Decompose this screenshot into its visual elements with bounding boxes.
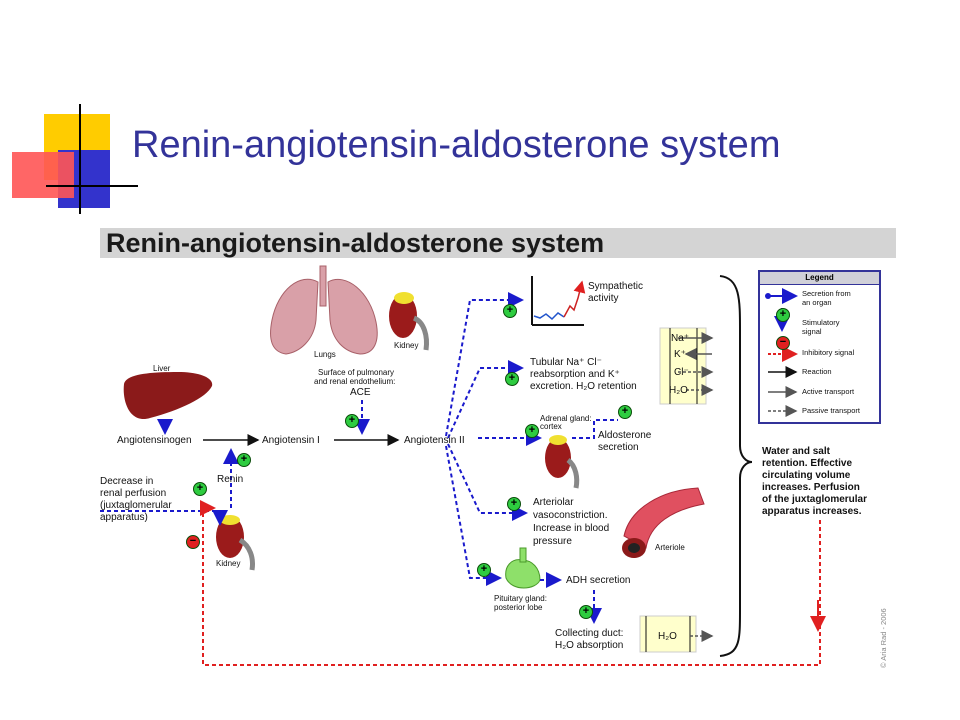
legend-secretion-1: Secretion from: [802, 289, 851, 298]
angiotensinogen-label: Angiotensinogen: [117, 435, 192, 446]
pituitary-gland-illustration: [505, 547, 541, 589]
ion-cl: Cl⁻: [674, 367, 689, 378]
liver-label: Liver: [153, 364, 171, 373]
pituitary-label-1: Pituitary gland:: [494, 594, 547, 603]
stimulatory-sign: +: [477, 563, 491, 577]
red-square: [12, 152, 74, 198]
water-label-2: retention. Effective: [762, 458, 853, 469]
legend-inhibitory-sign: −: [776, 336, 790, 350]
tubular-label-1: Tubular Na⁺ Cl⁻: [530, 357, 602, 368]
sympathetic-activity-graph: [531, 276, 586, 326]
water-label-3: circulating volume: [762, 470, 851, 481]
banner-title: Renin-angiotensin-aldosterone system: [106, 228, 605, 258]
angiotensin-i-label: Angiotensin I: [262, 435, 320, 446]
legend-title: Legend: [760, 272, 879, 285]
legend-secretion-2: an organ: [802, 298, 832, 307]
collecting-label-1: Collecting duct:: [555, 628, 624, 639]
adrenal-kidney-illustration: [545, 435, 580, 489]
kidney-top-illustration: [389, 292, 429, 351]
sympathetic-label-2: activity: [588, 293, 619, 304]
arteriole-label: Arteriole: [655, 543, 685, 552]
legend-stimulatory-1: Stimulatory: [802, 318, 840, 327]
kidney-top-label: Kidney: [394, 341, 419, 350]
water-label-4: increases. Perfusion: [762, 482, 860, 493]
lungs-illustration: [270, 265, 378, 355]
decrease-label-2: renal perfusion: [100, 488, 167, 499]
arteriole-illustration: [622, 487, 705, 558]
legend-inhibitory: Inhibitory signal: [802, 348, 855, 357]
stimulatory-sign: +: [345, 414, 359, 428]
renin-label: Renin: [217, 474, 244, 485]
aldosterone-label-2: secretion: [598, 442, 639, 453]
liver-illustration: [123, 372, 213, 420]
ion-h2o-collecting: H₂O: [658, 631, 677, 642]
surface-label-1: Surface of pulmonary: [318, 368, 395, 377]
decrease-label-4: apparatus): [100, 512, 148, 523]
arteriolar-label-2: vasoconstriction.: [533, 510, 608, 521]
slide-decoration: [12, 104, 138, 214]
collecting-duct-transport-box: [639, 615, 714, 653]
inhibitory-feedback-arrow: [200, 500, 821, 666]
tubular-ion-transport-box: [659, 327, 714, 405]
angiotensin-ii-branches: [445, 292, 618, 624]
stimulatory-sign: +: [237, 453, 251, 467]
lungs-label: Lungs: [314, 350, 336, 359]
legend-secretion-dot: [765, 293, 771, 299]
arteriolar-label-3: Increase in blood: [533, 523, 610, 534]
stimulatory-sign: +: [525, 424, 539, 438]
legend-stimulatory-sign: +: [776, 308, 790, 322]
ion-na: Na⁺: [671, 333, 690, 344]
adrenal-label-1: Adrenal gland:: [540, 414, 592, 423]
water-label-6: apparatus increases.: [762, 506, 862, 517]
diagram-banner: Renin-angiotensin-aldosterone system: [100, 228, 896, 258]
stimulatory-sign: +: [507, 497, 521, 511]
pituitary-label-2: posterior lobe: [494, 603, 543, 612]
water-label-1: Water and salt: [762, 446, 830, 457]
stimulatory-sign: +: [193, 482, 207, 496]
copyright: © Aria Rad - 2006: [879, 608, 888, 668]
adrenal-label-2: cortex: [540, 422, 562, 431]
legend-active: Active transport: [802, 387, 855, 396]
arteriolar-label-4: pressure: [533, 536, 572, 547]
decrease-label-3: (juxtaglomerular: [100, 500, 172, 511]
legend-passive: Passive transport: [802, 406, 860, 415]
tubular-label-2: reabsorption and K⁺: [530, 369, 620, 380]
effects-brace: [719, 275, 753, 657]
surface-label-2: and renal endothelium:: [314, 377, 396, 386]
kidney-bottom-label: Kidney: [216, 559, 241, 568]
legend-reaction: Reaction: [802, 367, 832, 376]
stimulatory-sign: +: [503, 304, 517, 318]
legend-box: Legend + − Secretion from an organ Stimu…: [758, 270, 881, 424]
collecting-label-2: H₂O absorption: [555, 640, 624, 651]
ion-k: K⁺: [674, 349, 686, 360]
stimulatory-sign: +: [579, 605, 593, 619]
stimulatory-sign: +: [505, 372, 519, 386]
arteriolar-label-1: Arteriolar: [533, 497, 574, 508]
water-label-5: of the juxtaglomerular: [762, 494, 868, 505]
aldosterone-label-1: Aldosterone: [598, 430, 652, 441]
decrease-label-1: Decrease in: [100, 476, 154, 487]
stimulatory-sign: +: [618, 405, 632, 419]
slide-title: Renin-angiotensin-aldosterone system: [132, 124, 781, 166]
inhibitory-sign: −: [186, 535, 200, 549]
angiotensin-ii-label: Angiotensin II: [404, 435, 465, 446]
legend-stimulatory-2: signal: [802, 327, 822, 336]
ion-h2o: H₂O: [669, 385, 688, 396]
ace-label: ACE: [350, 387, 371, 398]
tubular-label-3: excretion. H₂O retention: [530, 381, 637, 392]
sympathetic-label-1: Sympathetic: [588, 281, 644, 292]
adh-label: ADH secretion: [566, 575, 631, 586]
decrease-perfusion-arrow: [100, 510, 228, 526]
